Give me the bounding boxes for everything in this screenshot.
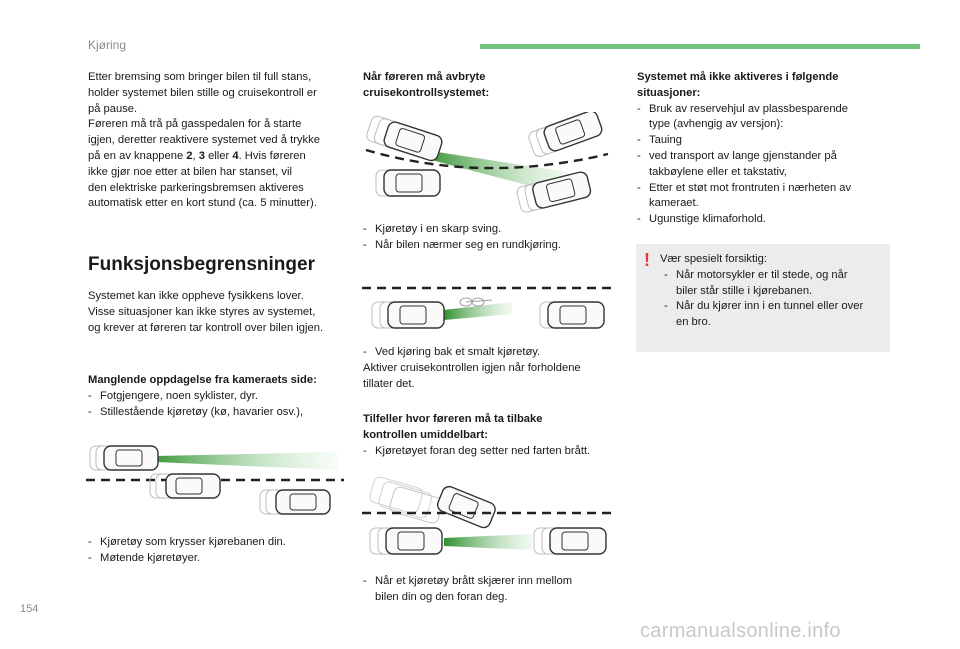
list-item: Kjøretøyet foran deg setter ned farten b… [363, 444, 618, 460]
page-number: 154 [20, 603, 39, 615]
missing-detection-title: Manglende oppdagelse fra kameraets side: [88, 374, 317, 386]
list-item: Kjøretøy i en skarp sving. [363, 222, 618, 238]
list-item: Når bilen nærmer seg en rundkjøring. [363, 238, 618, 254]
list-item: Ugunstige klimaforhold. [637, 212, 893, 228]
crossing-list: Kjøretøy som krysser kjørebanen din. Møt… [88, 535, 350, 567]
list-item: Når et kjøretøy brått skjærer inn mellom… [363, 574, 618, 606]
list-item: Når motorsykler er til stede, og nårbile… [664, 268, 884, 300]
list-item: Etter et støt mot frontruten i nærheten … [637, 181, 893, 213]
watermark: carmanualsonline.info [640, 620, 841, 642]
takeover-block: Tilfeller hvor føreren må ta tilbake kon… [363, 412, 618, 459]
limits-paragraph: Systemet kan ikke oppheve fysikkens love… [88, 290, 324, 334]
intro-paragraph: Etter bremsing som bringer bilen til ful… [88, 71, 320, 210]
list-item: Kjøretøy som krysser kjørebanen din. [88, 535, 350, 551]
list-item: ved transport av lange gjenstander påtak… [637, 149, 893, 181]
cut-in-list: Når et kjøretøy brått skjærer inn mellom… [363, 574, 618, 606]
list-item: Tauing [637, 133, 893, 149]
not-activate-title: Systemet må ikke aktiveres i følgende si… [637, 71, 839, 99]
crossing-vehicles-illustration [86, 445, 344, 515]
list-item: Ved kjøring bak et smalt kjøretøy. [363, 345, 618, 361]
missing-detection-block: Manglende oppdagelse fra kameraets side:… [88, 373, 350, 420]
sharp-curve-illustration [365, 112, 609, 213]
section-heading: Funksjonsbegrensninger [88, 254, 315, 275]
narrow-vehicle-block: Ved kjøring bak et smalt kjøretøy. Aktiv… [363, 345, 618, 392]
abort-title: Når føreren må avbryte cruisekontrollsys… [363, 71, 490, 99]
narrow-vehicle-illustration [362, 286, 614, 329]
not-activate-block: Systemet må ikke aktiveres i følgende si… [637, 70, 893, 228]
list-item: Bruk av reservehjul av plassbesparendety… [637, 102, 893, 134]
warning-lead: Vær spesielt forsiktig: [660, 253, 767, 265]
warning-exclamation-icon: ! [644, 250, 650, 270]
narrow-note: Aktiver cruisekontrollen igjen når forho… [363, 361, 581, 390]
list-item: Fotgjengere, noen syklister, dyr. [88, 389, 350, 405]
list-item: Når du kjører inn i en tunnel eller over… [664, 299, 884, 331]
section-label: Kjøring [88, 38, 127, 52]
abort-list: Kjøretøy i en skarp sving. Når bilen nær… [363, 222, 618, 254]
warning-text: Vær spesielt forsiktig: Når motorsykler … [660, 252, 884, 331]
list-item: Møtende kjøretøyer. [88, 551, 350, 567]
cut-in-illustration [362, 476, 614, 555]
takeover-title: Tilfeller hvor føreren må ta tilbake kon… [363, 413, 543, 441]
section-color-bar [480, 44, 920, 49]
list-item: Stillestående kjøretøy (kø, havarier osv… [88, 405, 350, 421]
